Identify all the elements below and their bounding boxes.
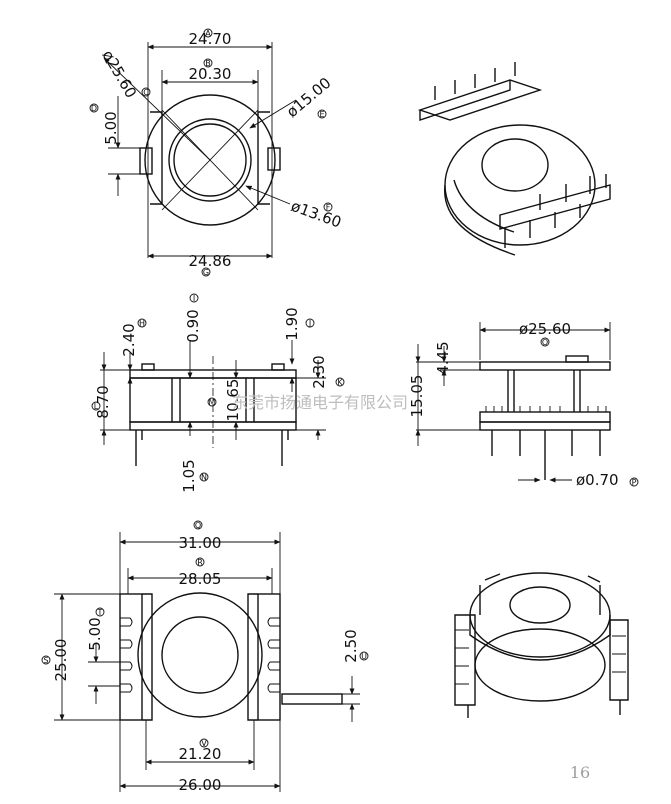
marker-o: O: [542, 338, 548, 347]
dim-25-00: 25.00: [52, 639, 70, 682]
marker-v: V: [201, 739, 207, 748]
marker-a: A: [205, 29, 211, 38]
marker-i: I: [193, 294, 195, 303]
dim-8-70: 8.70: [94, 385, 112, 418]
marker-n: N: [201, 473, 207, 482]
page-number: 16: [570, 763, 590, 782]
marker-p: P: [632, 478, 637, 487]
front-view: 2.40 0.90 1.90 2.30 8.70 10.65 1.05 H I …: [91, 293, 345, 493]
isometric-view-bottom: [454, 572, 629, 718]
marker-g: G: [203, 268, 209, 277]
marker-c: C: [143, 88, 149, 97]
dim-21-20: 21.20: [179, 745, 222, 763]
dim-1-05: 1.05: [180, 459, 198, 492]
dim-top-outer: 24.70: [189, 30, 232, 48]
isometric-view-top: [417, 62, 611, 256]
marker-s: S: [43, 656, 48, 665]
marker-h: H: [139, 319, 145, 328]
side-view: ø25.60 4.45 15.05 ø0.70 O P: [408, 320, 639, 489]
dim-circle-inner: ø13.60: [289, 197, 344, 232]
dim-28-05: 28.05: [179, 570, 222, 588]
dim-circle-outer: ø15.00: [283, 74, 335, 121]
dim-1-90: 1.90: [283, 307, 301, 340]
marker-e: E: [319, 110, 324, 119]
dim-2-30: 2.30: [310, 355, 328, 388]
marker-k: K: [337, 378, 343, 387]
marker-q: Q: [195, 521, 201, 530]
dim-diagonal: ø25.60: [99, 47, 141, 101]
dim-top-inner: 20.30: [189, 65, 232, 83]
top-view: 24.70 20.30 ø25.60 5.00 ø15.00 ø13.60 24…: [89, 28, 344, 277]
dim-31-00: 31.00: [179, 534, 222, 552]
dim-26-00: 26.00: [179, 776, 222, 794]
dim-pin: ø0.70: [576, 471, 619, 489]
marker-t: T: [97, 608, 103, 617]
dim-15-05: 15.05: [408, 375, 426, 418]
marker-r: R: [197, 558, 203, 567]
dim-5-00: 5.00: [86, 617, 104, 650]
dim-2-50: 2.50: [342, 629, 360, 662]
marker-d: D: [91, 104, 97, 113]
watermark-text: 东莞市扬通电子有限公司: [232, 393, 408, 412]
dim-2-40: 2.40: [120, 323, 138, 356]
dim-left-5: 5.00: [102, 111, 120, 144]
marker-l: L: [94, 402, 99, 411]
marker-m: M: [209, 398, 216, 407]
dim-side-width: ø25.60: [519, 320, 571, 338]
marker-j: J: [308, 319, 311, 328]
marker-f: F: [326, 203, 331, 212]
marker-b: B: [205, 59, 211, 68]
dim-0-90: 0.90: [184, 309, 202, 342]
dim-bottom: 24.86: [189, 252, 232, 270]
dim-10-65: 10.65: [224, 379, 242, 422]
dim-4-45: 4.45: [434, 341, 452, 374]
bottom-view: 31.00 28.05 25.00 5.00 2.50 21.20 26.00 …: [41, 520, 369, 794]
marker-u: U: [361, 652, 367, 661]
